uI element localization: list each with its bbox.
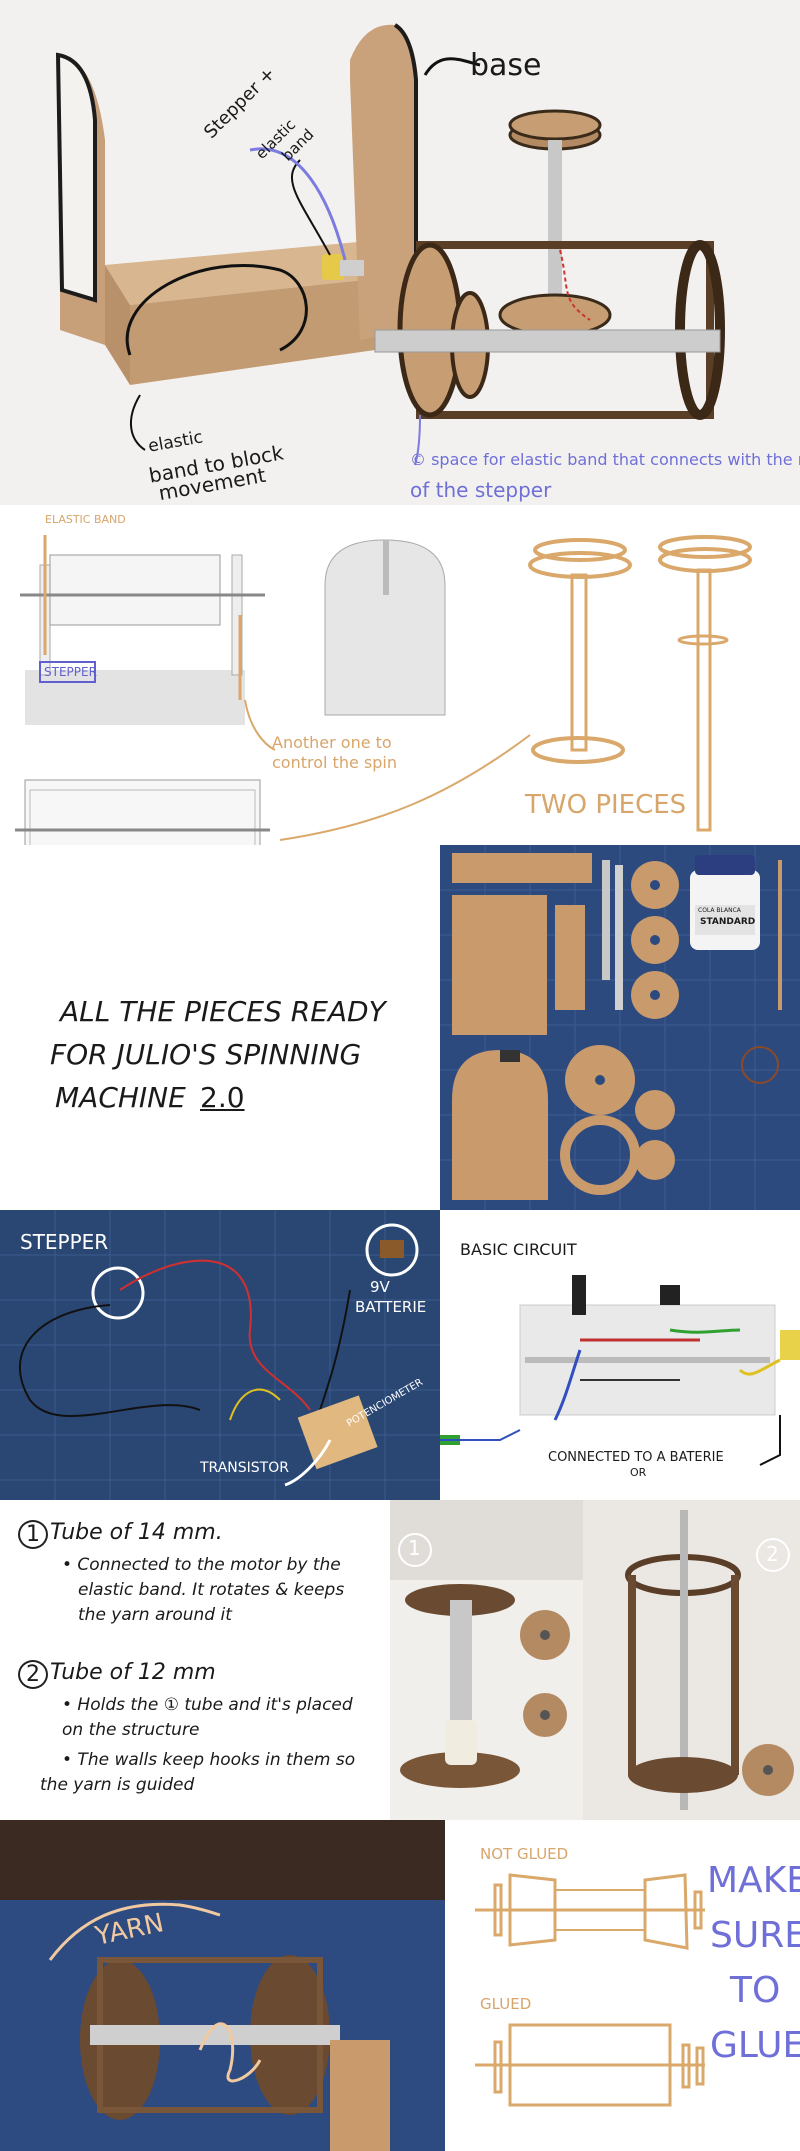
design-sketches: ELASTIC BAND STEPPER Another one to cont…: [0, 505, 800, 845]
connected-label-1: CONNECTED TO A BATERIE: [548, 1450, 724, 1465]
battery-label-2: BATTERIE: [355, 1298, 427, 1316]
yarn-photo: [0, 1820, 445, 2151]
photo-number-1: 1: [408, 1536, 421, 1560]
transistor-label: TRANSISTOR: [200, 1460, 289, 1476]
tube1-title: Tube of 14 mm.: [50, 1520, 223, 1545]
photo-yarn: YARN: [0, 1820, 445, 2151]
not-glued-label: NOT GLUED: [480, 1845, 569, 1863]
tube1-line-2: elastic band. It rotates & keeps: [78, 1580, 345, 1600]
to-label: TO: [730, 1970, 781, 2011]
glue-notes: NOT GLUED GLUED MAKE SURE TO GLUE: [445, 1820, 800, 2151]
tubes-notes: 1 Tube of 14 mm. • Connected to the moto…: [0, 1500, 390, 1820]
tube1-number: 1: [18, 1520, 48, 1549]
two-pieces-label: TWO PIECES: [525, 790, 687, 820]
sure-label: SURE: [710, 1915, 800, 1956]
circuit-photo: [0, 1210, 440, 1500]
breadboard-illustration: [440, 1275, 800, 1466]
make-label: MAKE: [707, 1860, 800, 1901]
space-label-2: of the stepper: [410, 478, 552, 502]
glue-label-2: STANDARD: [700, 917, 756, 927]
caption-line-2: FOR JULIO'S SPINNING: [50, 1038, 362, 1071]
photo-tube-2: 2: [583, 1500, 800, 1820]
machine-illustration: [55, 23, 725, 466]
connected-label-2: OR: [630, 1466, 647, 1479]
caption-line-3: MACHINE: [55, 1081, 186, 1114]
glue-label-1: COLA BLANCA: [698, 907, 741, 914]
photo-all-pieces: COLA BLANCA STANDARD: [440, 845, 800, 1210]
tube2-photo: [625, 1510, 794, 1810]
another-label-2: control the spin: [272, 753, 397, 772]
caption-line-1: ALL THE PIECES READY: [60, 995, 386, 1028]
glue-sketches: [475, 1873, 705, 2107]
elastic-band-label: ELASTIC BAND: [45, 513, 126, 526]
tube2-line-3: • The walls keep hooks in them so: [62, 1750, 356, 1770]
battery-label-1: 9V: [370, 1278, 390, 1296]
basic-circuit-label: BASIC CIRCUIT: [460, 1240, 577, 1259]
tube2-title: Tube of 12 mm: [50, 1660, 216, 1685]
glued-label: GLUED: [480, 1995, 532, 2013]
stepper-sketch-label: STEPPER: [44, 665, 97, 679]
pieces-photo: [440, 845, 800, 1210]
circuit-diagram: BASIC CIRCUIT CONNECTED TO A BATERIE OR: [440, 1210, 800, 1500]
photo-number-2: 2: [766, 1542, 779, 1566]
tube1-line-3: the yarn around it: [78, 1605, 232, 1625]
caption-version: 2.0: [200, 1081, 245, 1114]
tube2-number: 2: [18, 1660, 48, 1689]
another-label-1: Another one to: [272, 733, 392, 752]
glue-label: GLUE: [710, 2025, 800, 2066]
space-label-1: © space for elastic band that connects w…: [410, 450, 800, 469]
circuit-stepper-label: STEPPER: [20, 1230, 109, 1254]
tube2-line-2: on the structure: [62, 1720, 200, 1740]
photo-circuit: STEPPER 9V BATTERIE POTENCIOMETER TRANSI…: [0, 1210, 440, 1500]
pieces-caption: ALL THE PIECES READY FOR JULIO'S SPINNIN…: [0, 845, 440, 1210]
tube1-photo: [390, 1500, 583, 1788]
base-label: base: [470, 48, 542, 83]
photo-tube-1: 1: [390, 1500, 583, 1820]
photo-assembled-machine: base Stepper + elastic band elastic band…: [0, 0, 800, 505]
tube2-line-1: • Holds the ① tube and it's placed: [62, 1695, 353, 1715]
sketch-drawings: [15, 535, 752, 845]
tube2-line-4: the yarn is guided: [40, 1775, 195, 1795]
tube1-line-1: • Connected to the motor by the: [62, 1555, 341, 1575]
